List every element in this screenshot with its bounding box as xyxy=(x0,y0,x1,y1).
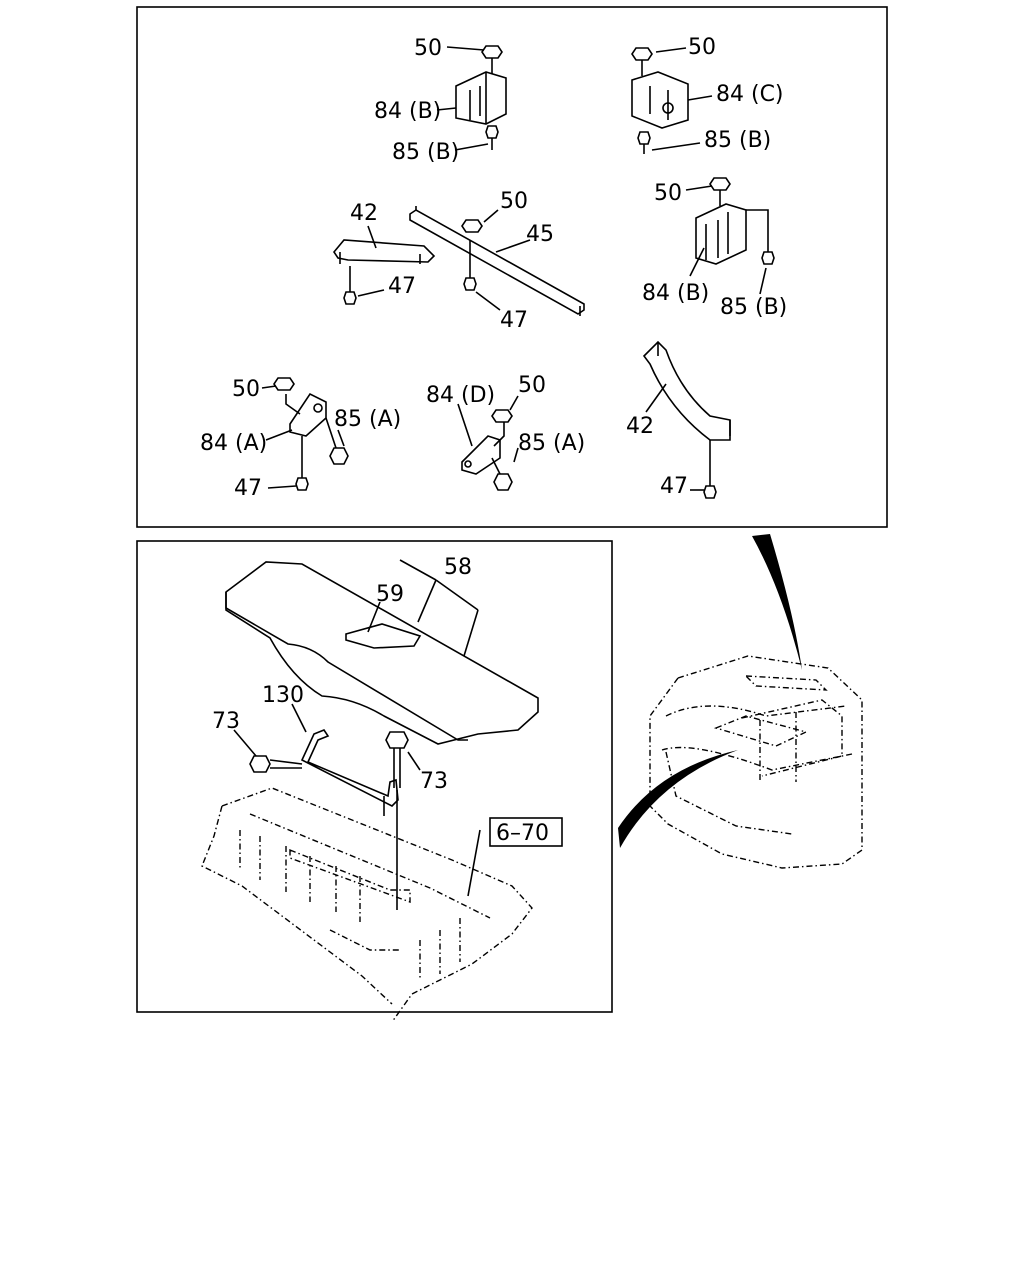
part-group-bracket-84a xyxy=(261,377,349,491)
label-73-a: 73 xyxy=(212,709,240,734)
label-59: 59 xyxy=(376,582,404,607)
label-85a-a: 85 (A) xyxy=(334,407,401,432)
part-group-bracket-84b-right xyxy=(685,177,775,295)
part-group-bracket-84b-top-left xyxy=(436,45,507,151)
part-group-bar-45 xyxy=(333,206,585,316)
cab-overview-illustration xyxy=(649,655,863,869)
part-group-bracket-42-right xyxy=(642,340,731,499)
label-84c: 84 (C) xyxy=(716,82,784,107)
upper-panel-frame xyxy=(136,6,888,528)
label-85b-a: 85 (B) xyxy=(392,140,459,165)
label-85b-b: 85 (B) xyxy=(704,128,771,153)
label-47-a: 47 xyxy=(388,274,416,299)
label-42-b: 42 xyxy=(626,414,654,439)
label-84b-b: 84 (B) xyxy=(642,281,709,306)
reference-label-6-70: 6–70 xyxy=(496,821,549,846)
label-84d: 84 (D) xyxy=(426,383,495,408)
label-50-a: 50 xyxy=(414,36,442,61)
label-85a-b: 85 (A) xyxy=(518,431,585,456)
label-47-c: 47 xyxy=(234,476,262,501)
label-45: 45 xyxy=(526,222,554,247)
label-50-d: 50 xyxy=(654,181,682,206)
label-50-f: 50 xyxy=(518,373,546,398)
label-130: 130 xyxy=(262,683,304,708)
label-42-a: 42 xyxy=(350,201,378,226)
label-85b-c: 85 (B) xyxy=(720,295,787,320)
label-58: 58 xyxy=(444,555,472,580)
part-cab-rear-frame xyxy=(201,787,533,1023)
label-84a: 84 (A) xyxy=(200,431,267,456)
label-84b-a: 84 (B) xyxy=(374,99,441,124)
part-group-bracket-84c xyxy=(631,47,713,154)
reference-box-6-70 xyxy=(489,817,563,847)
part-bolt-73-right xyxy=(385,731,409,910)
part-shelf-board-58 xyxy=(225,559,539,745)
label-50-e: 50 xyxy=(232,377,260,402)
leader-wedge-lower xyxy=(618,750,738,848)
leader-wedge-upper xyxy=(752,534,802,670)
lower-panel-frame xyxy=(136,540,613,1013)
part-bolt-73-left xyxy=(249,755,303,773)
label-47-d: 47 xyxy=(660,474,688,499)
label-47-b: 47 xyxy=(500,308,528,333)
label-50-b: 50 xyxy=(688,35,716,60)
label-50-c: 50 xyxy=(500,189,528,214)
label-73-b: 73 xyxy=(420,769,448,794)
part-rod-130 xyxy=(300,729,399,816)
part-group-bracket-84d xyxy=(457,395,519,491)
